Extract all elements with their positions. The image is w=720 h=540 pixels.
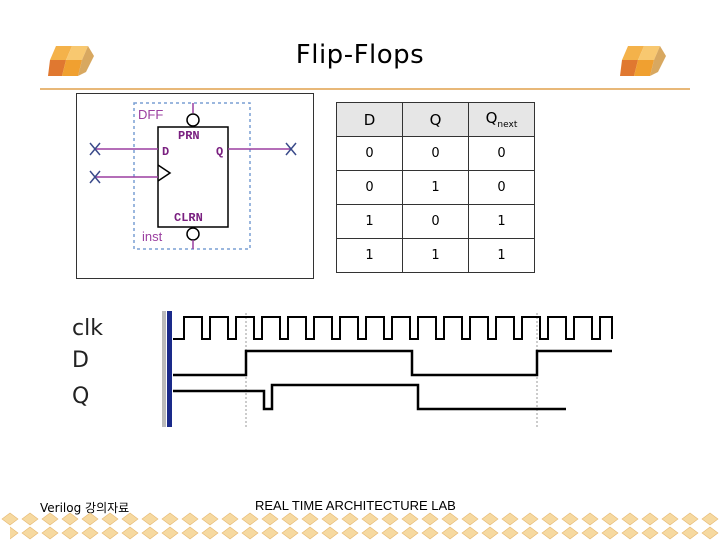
d-waveform <box>173 349 612 377</box>
inst-label: inst <box>142 229 163 244</box>
header-d: D <box>336 102 403 137</box>
clock-triangle <box>157 164 172 182</box>
q-label: Q <box>216 145 223 159</box>
table-cell: 1 <box>402 170 469 205</box>
prn-bubble <box>186 113 200 127</box>
dff-block <box>157 126 229 228</box>
table-cell: 0 <box>402 204 469 239</box>
table-row: 0 0 0 <box>336 136 535 171</box>
truth-table-header-row: D Q Qnext <box>336 102 535 137</box>
table-cell: 0 <box>402 136 469 171</box>
timing-waveform: clk D Q <box>72 311 613 427</box>
separator-bar-light <box>162 311 166 427</box>
prn-label: PRN <box>178 129 200 143</box>
q-signal-label: Q <box>72 384 89 409</box>
clrn-bubble <box>186 227 200 241</box>
page-title: Flip-Flops <box>295 40 425 70</box>
clk-signal-label: clk <box>72 316 103 341</box>
dff-block-label: DFF <box>138 107 163 122</box>
header-q: Q <box>402 102 469 137</box>
table-cell: 1 <box>468 238 535 273</box>
footer-center-text: REAL TIME ARCHITECTURE LAB <box>255 498 456 513</box>
separator-bar-dark <box>167 311 172 427</box>
table-cell: 0 <box>468 170 535 205</box>
d-label: D <box>162 145 169 159</box>
table-row: 1 1 1 <box>336 238 535 273</box>
table-cell: 1 <box>336 238 403 273</box>
clk-waveform <box>173 316 613 340</box>
cube-logo-left-icon <box>48 46 94 76</box>
truth-table: D Q Qnext 0 0 0 0 1 0 1 0 1 1 1 1 <box>336 102 535 273</box>
table-cell: 1 <box>402 238 469 273</box>
title-divider <box>40 88 690 90</box>
table-row: 1 0 1 <box>336 204 535 239</box>
instance-dashed-box <box>133 102 251 250</box>
dff-schematic: DFF PRN D Q CLRN inst <box>89 102 297 250</box>
table-row: 0 1 0 <box>336 170 535 205</box>
d-signal-label: D <box>72 348 89 373</box>
header-q-next: Qnext <box>468 102 535 137</box>
table-cell: 0 <box>336 170 403 205</box>
decorative-diamond-band <box>0 512 720 540</box>
clrn-label: CLRN <box>174 211 203 225</box>
table-cell: 1 <box>336 204 403 239</box>
q-waveform <box>173 383 566 411</box>
cube-logo-right-icon <box>620 46 666 76</box>
table-cell: 1 <box>468 204 535 239</box>
table-cell: 0 <box>468 136 535 171</box>
table-cell: 0 <box>336 136 403 171</box>
footer-left-text: Verilog 강의자료 <box>40 501 130 515</box>
